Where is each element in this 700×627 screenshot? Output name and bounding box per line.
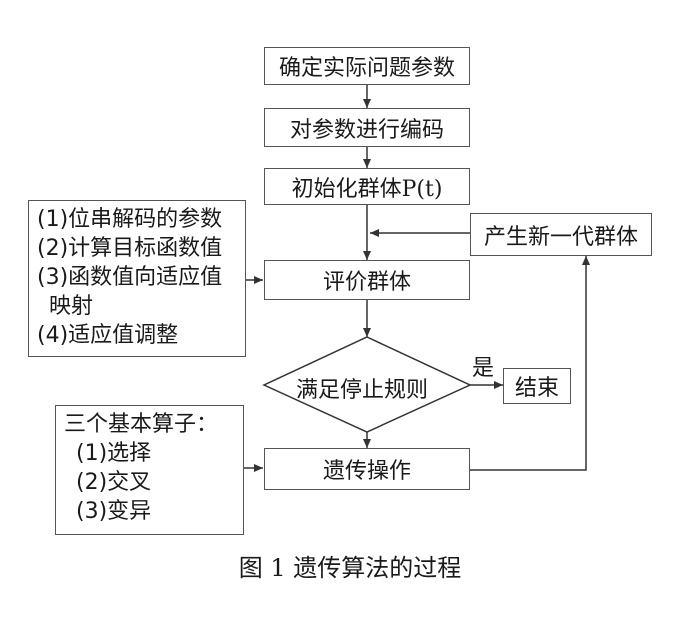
op-note-selection: (1)选择	[76, 441, 152, 466]
eval-note-map-cont: 映射	[49, 294, 94, 319]
eval-note-map: (3)函数值向适应值	[37, 265, 223, 290]
eval-note-decode: (1)位串解码的参数	[37, 207, 223, 232]
genetic-operation-box: 遗传操作	[264, 448, 470, 490]
arrow-operate-newgen	[470, 256, 590, 471]
op-note-title: 三个基本算子：	[64, 412, 219, 437]
eval-note-adjust: (4)适应值调整	[37, 323, 179, 348]
op-note-crossover: (2)交叉	[76, 470, 152, 495]
evaluate-population-box: 评价群体	[264, 260, 470, 300]
yes-label: 是	[472, 356, 495, 381]
evaluation-notes-box: (1)位串解码的参数 (2)计算目标函数值 (3)函数值向适应值 映射 (4)适…	[28, 200, 246, 357]
determine-params-box: 确定实际问题参数	[264, 47, 470, 85]
eval-note-objective: (2)计算目标函数值	[37, 236, 223, 261]
encode-params-box: 对参数进行编码	[264, 108, 470, 147]
operator-notes-box: 三个基本算子： (1)选择 (2)交叉 (3)变异	[55, 405, 244, 535]
new-generation-box: 产生新一代群体	[470, 213, 652, 256]
op-note-mutation: (3)变异	[76, 499, 152, 524]
condition-diamond	[262, 336, 472, 433]
end-box: 结束	[503, 368, 571, 404]
figure-caption: 图 1 遗传算法的过程	[238, 554, 462, 582]
stop-condition-label: 满足停止规则	[296, 378, 429, 403]
init-population-box: 初始化群体P(t)	[264, 168, 470, 205]
